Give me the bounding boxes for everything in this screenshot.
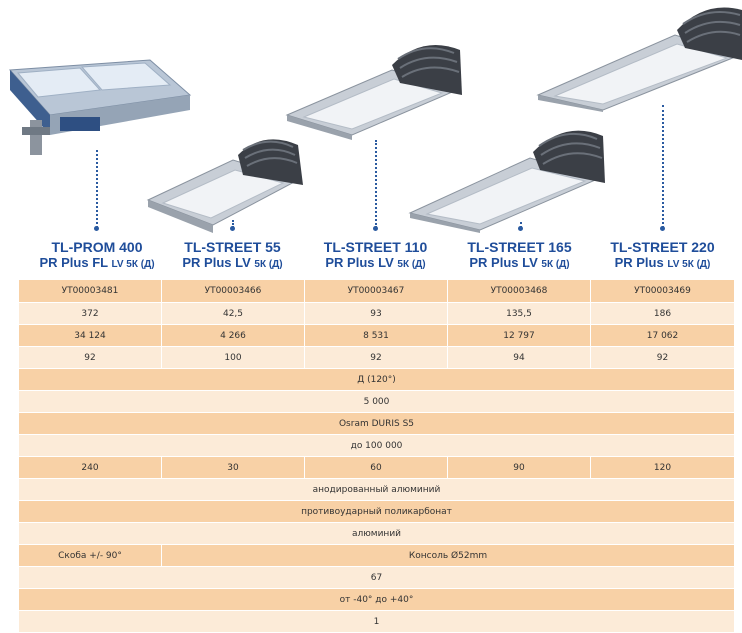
table-row-diffuser: противоударный поликарбонат <box>18 500 735 523</box>
product-title-5: TL-STREET 220 PR Plus LV 5К (Д) <box>590 239 735 273</box>
table-cell: Osram DURIS S5 <box>18 412 735 435</box>
table-cell: 8 531 <box>304 324 448 347</box>
connector-line <box>662 105 664 228</box>
table-cell: УТ00003469 <box>590 279 735 303</box>
table-cell: 94 <box>447 346 591 369</box>
table-row-led: Osram DURIS S5 <box>18 412 735 435</box>
table-cell: 42,5 <box>161 302 305 325</box>
connector-line <box>375 140 377 228</box>
table-cell: 90 <box>447 456 591 479</box>
tl-street-165-lamp-image <box>408 130 605 233</box>
tl-prom-lamp-image <box>8 59 192 155</box>
product-title-2: TL-STREET 55 PR Plus LV 5К (Д) <box>160 239 305 273</box>
tl-street-220-lamp-image <box>536 7 742 112</box>
table-cell: 92 <box>18 346 162 369</box>
table-row-lifetime: до 100 000 <box>18 434 735 457</box>
table-cell: УТ00003468 <box>447 279 591 303</box>
table-cell: алюминий <box>18 522 735 545</box>
product-title-1: TL-PROM 400 PR Plus FL LV 5К (Д) <box>22 239 172 273</box>
connector-line <box>520 222 522 228</box>
table-cell: 93 <box>304 302 448 325</box>
spec-table: УТ00003481 УТ00003466 УТ00003467 УТ00003… <box>18 279 735 633</box>
table-cell: УТ00003481 <box>18 279 162 303</box>
table-cell: 92 <box>590 346 735 369</box>
product-suffix: LV 5К (Д) <box>111 259 155 270</box>
product-name: TL-STREET 165 <box>467 239 572 255</box>
table-row-codes: УТ00003481 УТ00003466 УТ00003467 УТ00003… <box>18 279 735 303</box>
product-suffix: LV 5К (Д) <box>667 259 711 270</box>
connector-line <box>96 150 98 228</box>
table-cell: 186 <box>590 302 735 325</box>
tl-street-55-lamp-image <box>146 139 303 233</box>
table-cell: Д (120°) <box>18 368 735 391</box>
table-cell: 240 <box>18 456 162 479</box>
table-row-body: анодированный алюминий <box>18 478 735 501</box>
table-row-weight: 240 30 60 90 120 <box>18 456 735 479</box>
table-cell: 100 <box>161 346 305 369</box>
connector-dot <box>660 226 665 231</box>
table-cell: УТ00003467 <box>304 279 448 303</box>
table-row-ip: 67 <box>18 566 735 589</box>
table-cell: 5 000 <box>18 390 735 413</box>
table-cell: 1 <box>18 610 735 633</box>
table-row-curve: Д (120°) <box>18 368 735 391</box>
table-row-power: 372 42,5 93 135,5 186 <box>18 302 735 325</box>
product-model: PR Plus FL <box>39 255 108 270</box>
product-title-4: TL-STREET 165 PR Plus LV 5К (Д) <box>447 239 592 273</box>
table-cell: до 100 000 <box>18 434 735 457</box>
product-model: PR Plus LV <box>325 255 394 270</box>
table-cell: 4 266 <box>161 324 305 347</box>
table-cell: анодированный алюминий <box>18 478 735 501</box>
table-row-efficiency: 92 100 92 94 92 <box>18 346 735 369</box>
table-row-radiator: алюминий <box>18 522 735 545</box>
connector-dot <box>230 226 235 231</box>
table-cell: УТ00003466 <box>161 279 305 303</box>
table-row-color-temp: 5 000 <box>18 390 735 413</box>
connector-dot <box>518 226 523 231</box>
table-row-temp-range: от -40° до +40° <box>18 588 735 611</box>
tl-street-110-lamp-image <box>285 45 462 140</box>
table-cell: 135,5 <box>447 302 591 325</box>
product-suffix: 5К (Д) <box>397 259 426 270</box>
product-name: TL-STREET 55 <box>184 239 281 255</box>
table-row-class: 1 <box>18 610 735 633</box>
product-model: PR Plus <box>614 255 664 270</box>
connector-dot <box>373 226 378 231</box>
table-row-mount: Скоба +/- 90° Консоль Ø52mm <box>18 544 735 567</box>
table-cell: 372 <box>18 302 162 325</box>
product-suffix: 5К (Д) <box>541 259 570 270</box>
table-cell: 12 797 <box>447 324 591 347</box>
product-model: PR Plus LV <box>182 255 251 270</box>
product-name: TL-STREET 110 <box>323 239 428 255</box>
table-cell: 67 <box>18 566 735 589</box>
table-cell: от -40° до +40° <box>18 588 735 611</box>
table-cell: 60 <box>304 456 448 479</box>
connector-line <box>232 220 234 228</box>
table-cell: 120 <box>590 456 735 479</box>
product-name: TL-PROM 400 <box>51 239 143 255</box>
table-cell: 30 <box>161 456 305 479</box>
table-cell: 17 062 <box>590 324 735 347</box>
product-suffix: 5К (Д) <box>254 259 283 270</box>
table-cell: противоударный поликарбонат <box>18 500 735 523</box>
connector-dot <box>94 226 99 231</box>
table-cell: Консоль Ø52mm <box>161 544 735 567</box>
table-cell: 34 124 <box>18 324 162 347</box>
product-name: TL-STREET 220 <box>610 239 715 255</box>
table-cell: Скоба +/- 90° <box>18 544 162 567</box>
product-model: PR Plus LV <box>469 255 538 270</box>
table-cell: 92 <box>304 346 448 369</box>
table-row-flux: 34 124 4 266 8 531 12 797 17 062 <box>18 324 735 347</box>
product-images-area: TL-PROM 400 PR Plus FL LV 5К (Д) TL-STRE… <box>0 0 742 278</box>
product-title-3: TL-STREET 110 PR Plus LV 5К (Д) <box>303 239 448 273</box>
